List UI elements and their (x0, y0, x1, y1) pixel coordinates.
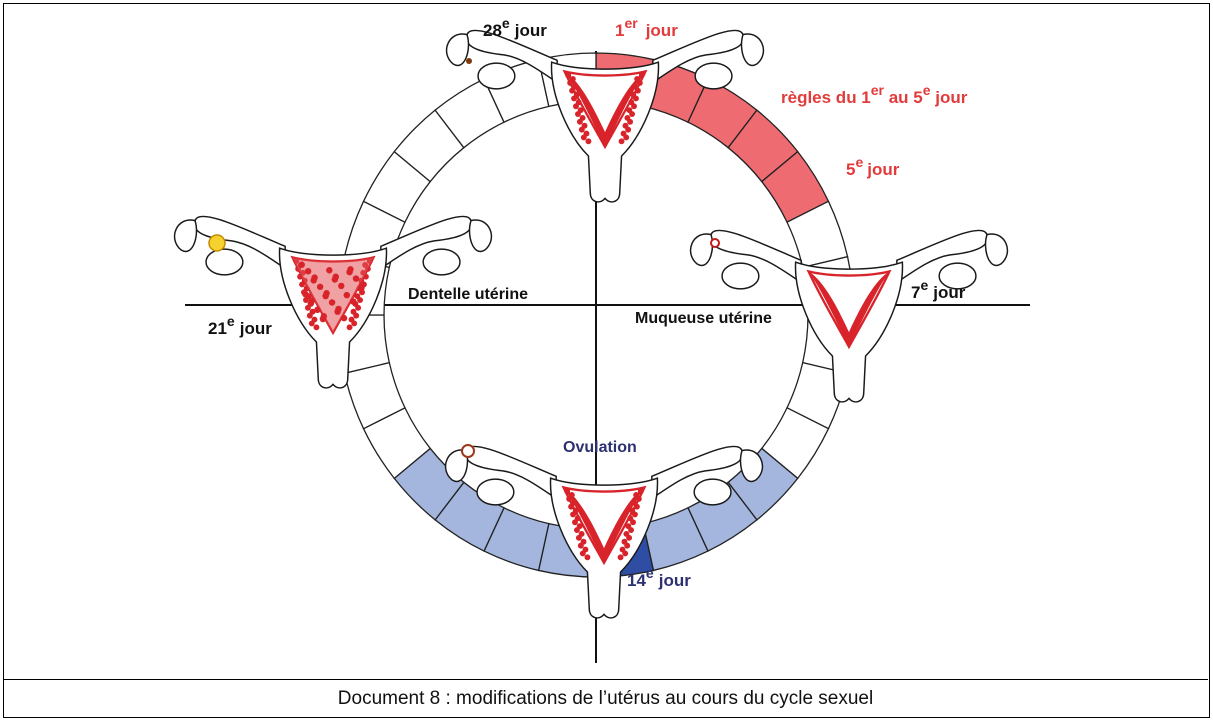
endometrium-dot (567, 80, 573, 86)
endometrium-dot (628, 527, 634, 533)
endometrium-dot (624, 543, 630, 549)
endometrium-dot (575, 111, 581, 117)
endometrium-dot (351, 320, 357, 326)
ovary-right (423, 249, 460, 275)
endometrium-dot (638, 488, 644, 494)
endometrium-dot (577, 119, 583, 125)
endometrium-dot (639, 72, 645, 78)
endometrium-dot (309, 320, 315, 326)
lace-dot (305, 268, 311, 274)
ovary-right (694, 479, 731, 505)
endometrium-dot (569, 88, 575, 94)
lace-dot (344, 292, 350, 298)
lace-dot (329, 299, 335, 305)
endometrium-dot (629, 111, 635, 117)
endometrium-dot (566, 496, 572, 502)
endometrium-dot (636, 496, 642, 502)
fimbria-left (447, 34, 469, 65)
lace-dot (326, 267, 332, 273)
endometrium-dot (630, 519, 636, 525)
endometrium-dot (568, 504, 574, 510)
endometrium-dot (622, 550, 628, 556)
endometrium-dot (578, 543, 584, 549)
endometrium-dot (579, 127, 585, 133)
endometrium-dot (299, 282, 305, 288)
ovary-left (478, 63, 515, 89)
corpus-luteum (209, 235, 225, 251)
endometrium-dot (633, 96, 639, 102)
endometrium-dot (313, 324, 319, 330)
fimbria-left (691, 234, 713, 265)
lace-dot (341, 315, 347, 321)
lace-dot (335, 306, 341, 312)
fimbria-left (175, 220, 197, 251)
endometrium-dot (627, 119, 633, 125)
regles-label: règles du 1er au 5e jour (781, 82, 968, 107)
lace-dot (317, 284, 323, 290)
endometrium-dot (626, 535, 632, 541)
endometrium-dot (347, 324, 353, 330)
lace-dot (323, 290, 329, 296)
lace-dot (353, 275, 359, 281)
lace-dot (321, 313, 327, 319)
endometrium-dot (580, 550, 586, 556)
endometrium-dot (307, 313, 313, 319)
dentelle-label: Dentelle utérine (408, 286, 528, 303)
ovary-left (206, 249, 243, 275)
uterus-illustrations (175, 30, 1008, 617)
lace-dot (314, 307, 320, 313)
endometrium-dot (574, 527, 580, 533)
endometrium-dot (631, 103, 637, 109)
endometrium-dot (353, 313, 359, 319)
lace-dot (309, 297, 315, 303)
follicle-marker (711, 239, 719, 247)
endometrium-dot (573, 103, 579, 109)
lace-dot (350, 298, 356, 304)
fimbria-right (986, 234, 1008, 265)
lace-dot (299, 262, 305, 268)
endometrium-dot (632, 512, 638, 518)
caption-row: Document 8 : modifications de l’utérus a… (3, 679, 1208, 718)
ovulation-label: Ovulation (563, 439, 637, 456)
lace-dot (347, 266, 353, 272)
endometrium-dot (571, 96, 577, 102)
endometrium-dot (357, 297, 363, 303)
ovary-right (695, 63, 732, 89)
ovulated-follicle (462, 445, 474, 457)
fimbria-right (742, 34, 764, 65)
lace-dot (338, 283, 344, 289)
lace-dot (359, 282, 365, 288)
ovary-left (477, 479, 514, 505)
lace-dot (311, 274, 317, 280)
endometrium-dot (635, 88, 641, 94)
endometrium-dot (625, 127, 631, 133)
muqueuse-label: Muqueuse utérine (635, 310, 772, 327)
endometrium-dot (634, 504, 640, 510)
lace-dot (333, 274, 339, 280)
endometrium-dot (576, 535, 582, 541)
fimbria-right (470, 220, 492, 251)
endometrium-dot (564, 488, 570, 494)
follicle-marker (466, 58, 472, 64)
endometrium-dot (585, 138, 591, 144)
endometrium-dot (570, 512, 576, 518)
ovary-left (722, 263, 759, 289)
document-caption: Document 8 : modifications de l’utérus a… (338, 688, 873, 710)
endometrium-dot (637, 80, 643, 86)
endometrium-dot (584, 554, 590, 560)
endometrium-dot (618, 554, 624, 560)
endometrium-dot (619, 138, 625, 144)
endometrium-dot (355, 305, 361, 311)
endometrium-dot (572, 519, 578, 525)
endometrium-dot (623, 134, 629, 140)
endometrium-dot (565, 72, 571, 78)
endometrium-dot (581, 134, 587, 140)
lace-dot (302, 291, 308, 297)
